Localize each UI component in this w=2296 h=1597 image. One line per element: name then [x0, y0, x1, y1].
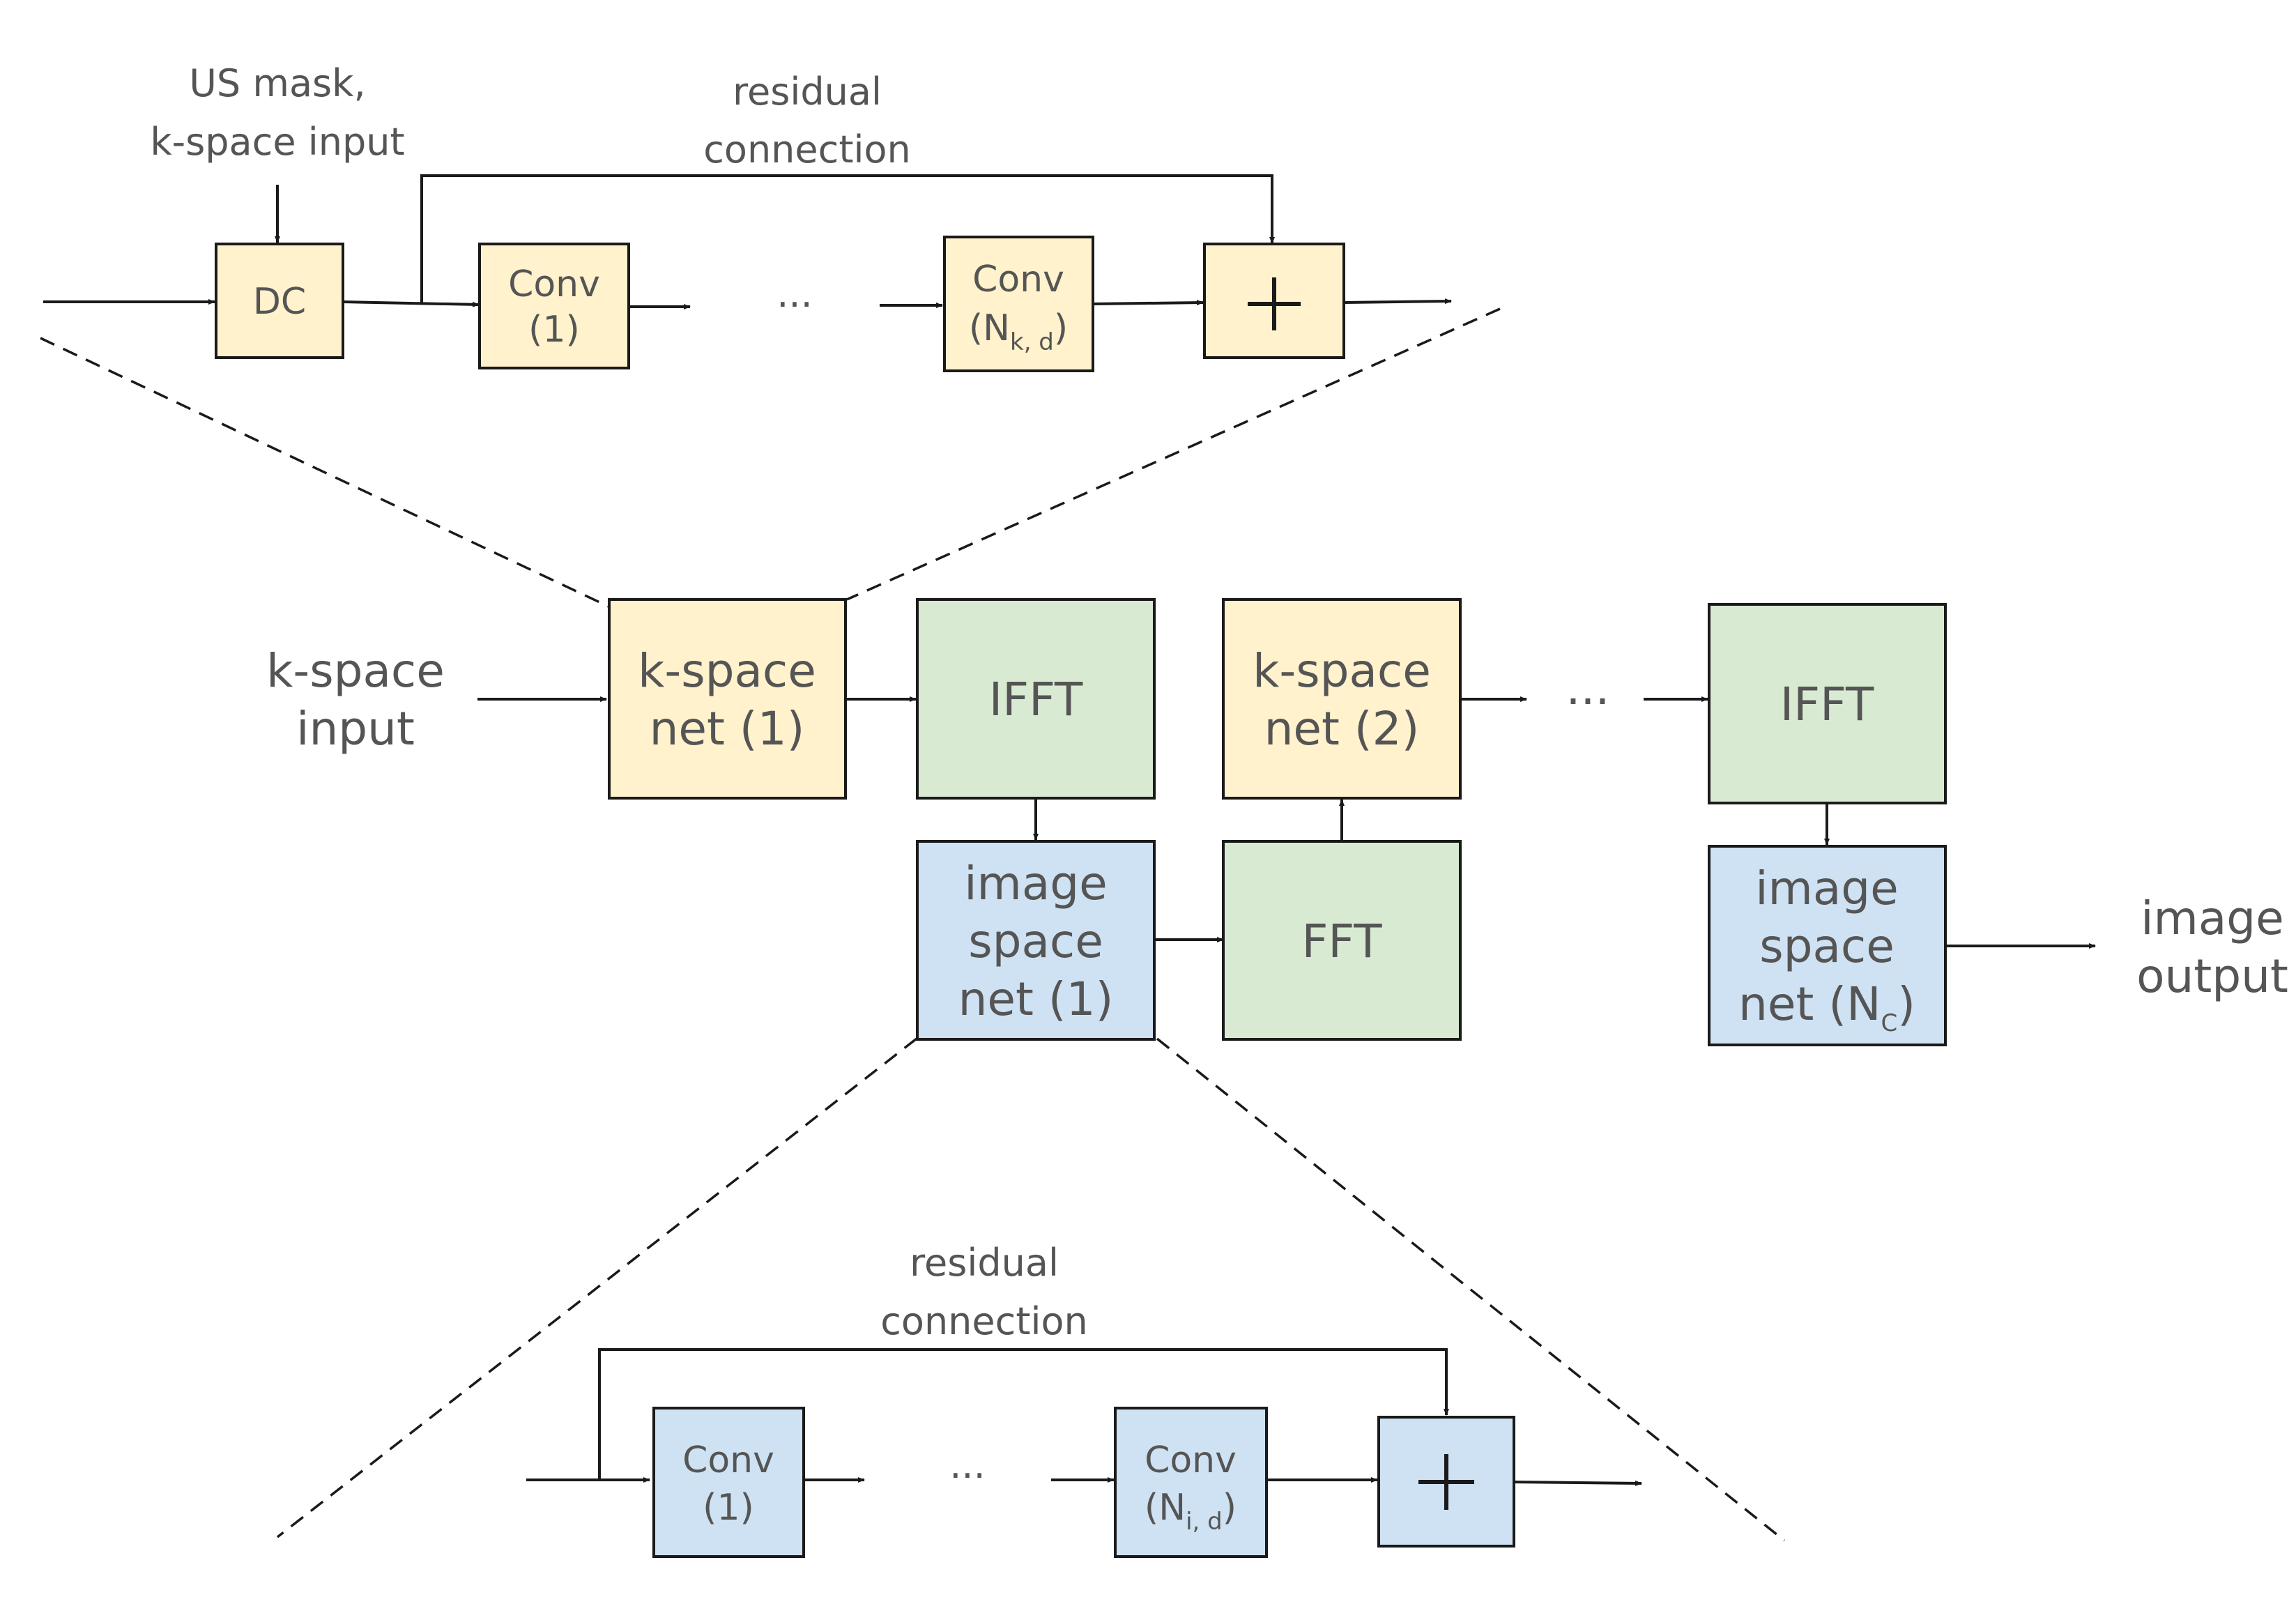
- image-space-net-1-label-line1: image: [964, 857, 1108, 910]
- ifft-2-label: IFFT: [1780, 678, 1874, 731]
- top-conv1-label-line2: (1): [528, 309, 580, 351]
- image-space-net-1-block: [916, 840, 1156, 1041]
- main-pipeline: k-space input k-space net (1) IFFT k-spa…: [266, 598, 2288, 1046]
- main-ellipsis: ...: [1566, 662, 1610, 715]
- top-residual-label-line2: connection: [703, 128, 911, 171]
- image-space-net-N-block: [1708, 845, 1947, 1046]
- bottom-residual-path: [598, 1348, 1449, 1480]
- kspace-net-detail: US mask, k-space input residual connecti…: [43, 61, 1452, 372]
- bottom-conv1-block: [652, 1407, 805, 1558]
- fft-label: FFT: [1301, 915, 1382, 968]
- image-space-net-1-label-line3: net (1): [958, 972, 1114, 1026]
- bottom-convN-label-line2: (Ni, d): [1145, 1487, 1237, 1536]
- top-ellipsis: ...: [776, 272, 813, 316]
- image-output-label-line2: output: [2136, 949, 2288, 1003]
- kspace-input-title-line2: input: [296, 702, 415, 756]
- top-residual-label-line1: residual: [733, 70, 882, 114]
- kspace-input-title-line1: k-space: [266, 644, 445, 698]
- top-plus-out-arrow: [1343, 298, 1452, 305]
- image-space-net-N-label-line1: image: [1755, 862, 1899, 915]
- bottom-plus-out-arrow: [1513, 1480, 1642, 1486]
- top-residual-path: [420, 174, 1275, 303]
- bottom-convN-label-line1: Conv: [1145, 1439, 1237, 1481]
- zoom-line-bottom-right: [1156, 1037, 1786, 1542]
- image-space-net-N-label-line3: net (NC): [1738, 977, 1915, 1037]
- top-convN-block: [943, 236, 1094, 372]
- ifft-1-label: IFFT: [989, 673, 1083, 726]
- image-output-label-line1: image: [2141, 892, 2284, 945]
- kspace-net-1-label-line1: k-space: [638, 644, 816, 698]
- kspace-net-1-label-line2: net (1): [650, 702, 805, 756]
- top-convN-to-plus-arrow: [1092, 300, 1204, 306]
- bottom-conv1-label-line1: Conv: [682, 1439, 774, 1481]
- image-space-net-1-label-line2: space: [968, 915, 1103, 968]
- ifft-1-block: [916, 598, 1156, 800]
- us-mask-label: US mask,: [189, 61, 365, 105]
- image-space-net-detail: residual connection Conv (1) ... Conv (N…: [526, 1241, 1642, 1558]
- bottom-residual-label-line1: residual: [910, 1241, 1059, 1285]
- kspace-net-2-label-line2: net (2): [1264, 702, 1420, 756]
- zoom-line-bottom-left: [276, 1037, 918, 1538]
- top-convN-label-line2: (Nk, d): [969, 307, 1068, 356]
- bottom-convN-block: [1114, 1407, 1268, 1558]
- top-dc-to-conv1-arrow: [342, 300, 480, 307]
- kspace-input-label: k-space input: [150, 120, 404, 164]
- dc-block: [215, 243, 344, 359]
- zoom-line-top-left: [40, 337, 609, 608]
- top-conv1-block: [478, 243, 630, 369]
- bottom-residual-label-line2: connection: [880, 1299, 1088, 1343]
- kspace-net-2-block: [1222, 598, 1462, 800]
- fft-block: [1222, 840, 1462, 1041]
- kspace-net-2-label-line1: k-space: [1253, 644, 1431, 698]
- kspace-net-1-block: [608, 598, 847, 800]
- zoom-line-top-right: [846, 307, 1501, 601]
- bottom-ellipsis: ...: [949, 1443, 986, 1487]
- dc-label: DC: [253, 281, 306, 323]
- top-conv1-label-line1: Conv: [508, 263, 600, 305]
- image-space-net-N-label-line2: space: [1759, 919, 1895, 973]
- bottom-conv1-label-line2: (1): [703, 1487, 754, 1529]
- top-convN-label-line1: Conv: [972, 259, 1064, 300]
- ifft-2-block: [1708, 603, 1947, 804]
